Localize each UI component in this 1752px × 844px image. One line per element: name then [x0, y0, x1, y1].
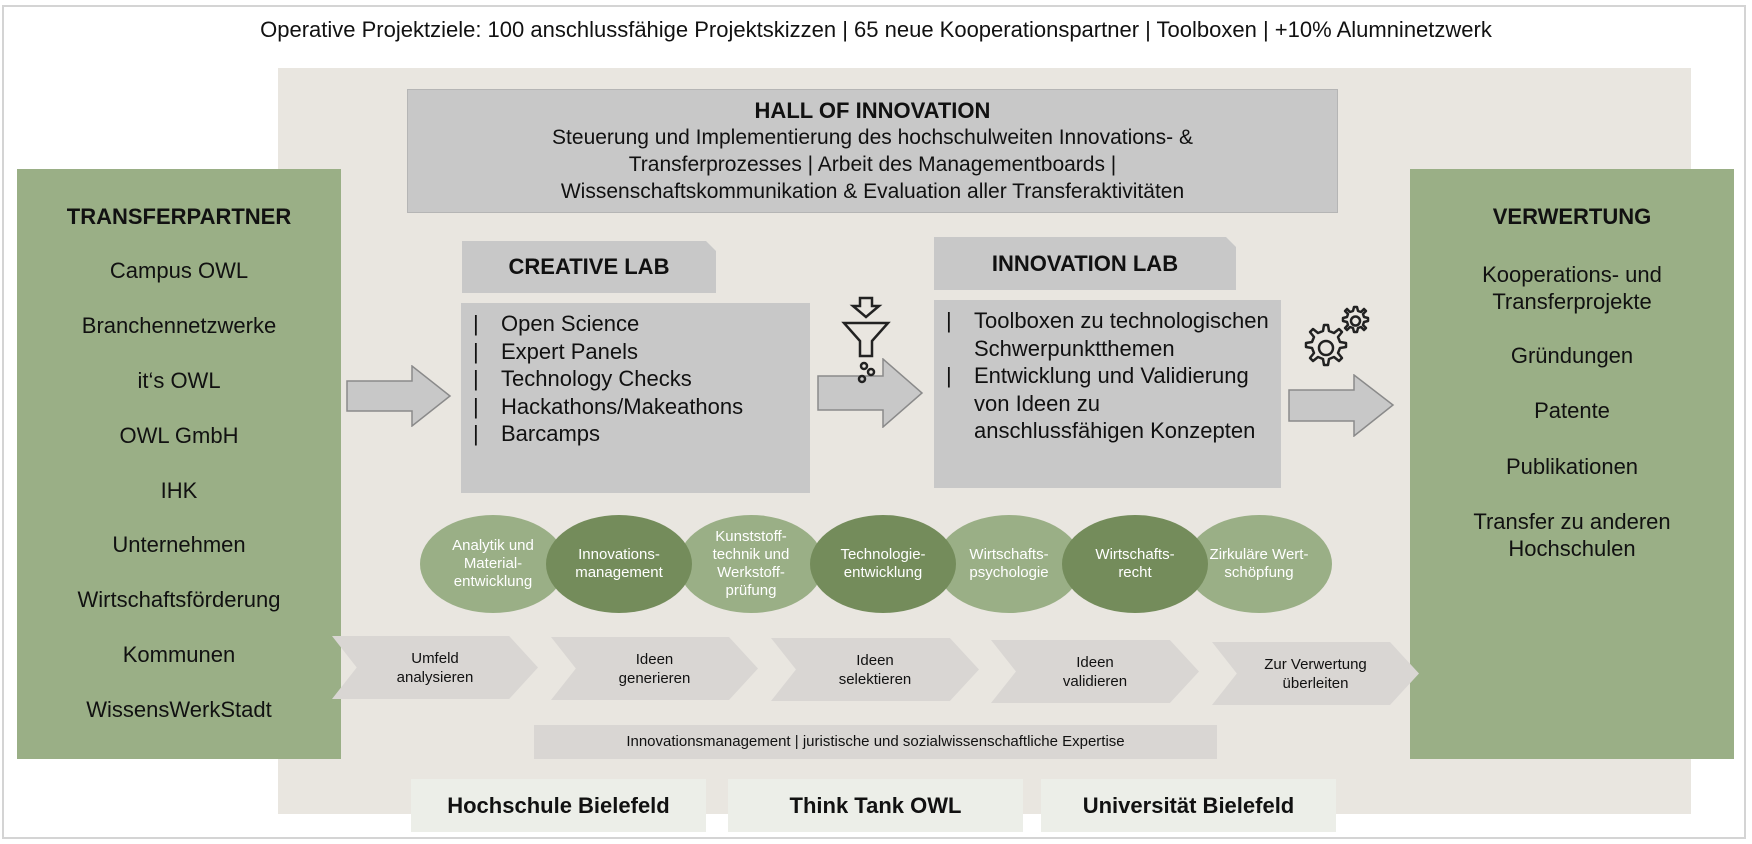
funnel-icon	[841, 296, 891, 384]
competence-circle: Wirtschafts- psychologie	[936, 515, 1082, 613]
partner-item: Campus OWL	[109, 258, 249, 283]
innovation-lab-title: INNOVATION LAB	[934, 237, 1236, 290]
hall-title: HALL OF INNOVATION	[754, 98, 991, 123]
institution-box: Hochschule Bielefeld	[411, 779, 706, 832]
arrow-right-icon	[817, 358, 924, 428]
competence-circle: Kunststoff- technik und Werkstoff- prüfu…	[678, 515, 824, 613]
partner-item: Kommunen	[122, 642, 236, 667]
verwertung-title: VERWERTUNG	[1492, 204, 1652, 229]
expertise-bar: Innovationsmanagement | juristische und …	[534, 725, 1217, 759]
verwertung-item: Kooperations- und Transferprojekte	[1482, 262, 1662, 314]
creative-lab-list: |Open Science |Expert Panels |Technology…	[461, 303, 810, 493]
verwertung-item: Publikationen	[1505, 454, 1639, 479]
competence-circle: Innovations- management	[546, 515, 692, 613]
hall-of-innovation-box: HALL OF INNOVATION Steuerung und Impleme…	[407, 89, 1338, 213]
process-step: Ideen generieren	[551, 637, 758, 700]
project-goals-title: Operative Projektziele: 100 anschlussfäh…	[260, 17, 1492, 42]
process-step: Ideen selektieren	[771, 638, 979, 701]
arrow-right-icon	[1288, 374, 1395, 437]
partner-item: IHK	[160, 478, 198, 503]
institution-box: Think Tank OWL	[728, 779, 1023, 832]
innovation-lab-list: |Toolboxen zu technologischen Schwerpunk…	[934, 300, 1281, 488]
competence-circle: Zirkuläre Wert- schöpfung	[1186, 515, 1332, 613]
partner-item: Branchennetzwerke	[81, 313, 277, 338]
hall-line: Steuerung und Implementierung des hochsc…	[552, 126, 1193, 149]
verwertung-item: Gründungen	[1510, 343, 1634, 368]
competence-circle: Analytik und Material- entwicklung	[420, 515, 566, 613]
gears-icon	[1304, 305, 1370, 367]
competence-circle: Technologie- entwicklung	[810, 515, 956, 613]
transferpartner-panel: TRANSFERPARTNER Campus OWL Branchennetzw…	[17, 169, 341, 759]
innovation-item: |Toolboxen zu technologischen Schwerpunk…	[946, 308, 1269, 361]
creative-item: |Open Science	[473, 311, 640, 336]
creative-item: |Hackathons/Makeathons	[473, 393, 744, 419]
partner-item: OWL GmbH	[119, 423, 239, 448]
frame	[2, 5, 1746, 839]
innovation-item: |Entwicklung und Validierung von Ideen z…	[946, 363, 1256, 443]
partner-item: Unternehmen	[112, 532, 246, 557]
creative-item: |Technology Checks	[473, 366, 692, 391]
transferpartner-title: TRANSFERPARTNER	[66, 204, 292, 229]
arrow-right-icon	[346, 365, 452, 427]
institution-box: Universität Bielefeld	[1041, 779, 1336, 832]
process-step: Umfeld analysieren	[332, 636, 538, 699]
creative-item: |Expert Panels	[473, 338, 638, 364]
creative-lab-title: CREATIVE LAB	[462, 241, 716, 293]
partner-item: WissensWerkStadt	[86, 697, 272, 722]
process-step: Zur Verwertung überleiten	[1212, 642, 1419, 705]
partner-item: it‘s OWL	[137, 368, 221, 393]
competence-circle: Wirtschafts- recht	[1062, 515, 1208, 613]
process-step: Ideen validieren	[991, 640, 1199, 703]
hall-line: Wissenschaftskommunikation & Evaluation …	[560, 180, 1185, 203]
hall-line: Transferprozesses | Arbeit des Managemen…	[628, 153, 1117, 176]
verwertung-panel: VERWERTUNG Kooperations- und Transferpro…	[1410, 169, 1734, 759]
verwertung-item: Patente	[1534, 398, 1610, 423]
partner-item: Wirtschaftsförderung	[77, 587, 281, 612]
creative-item: |Barcamps	[473, 421, 601, 446]
verwertung-item: Transfer zu anderen Hochschulen	[1473, 509, 1671, 561]
